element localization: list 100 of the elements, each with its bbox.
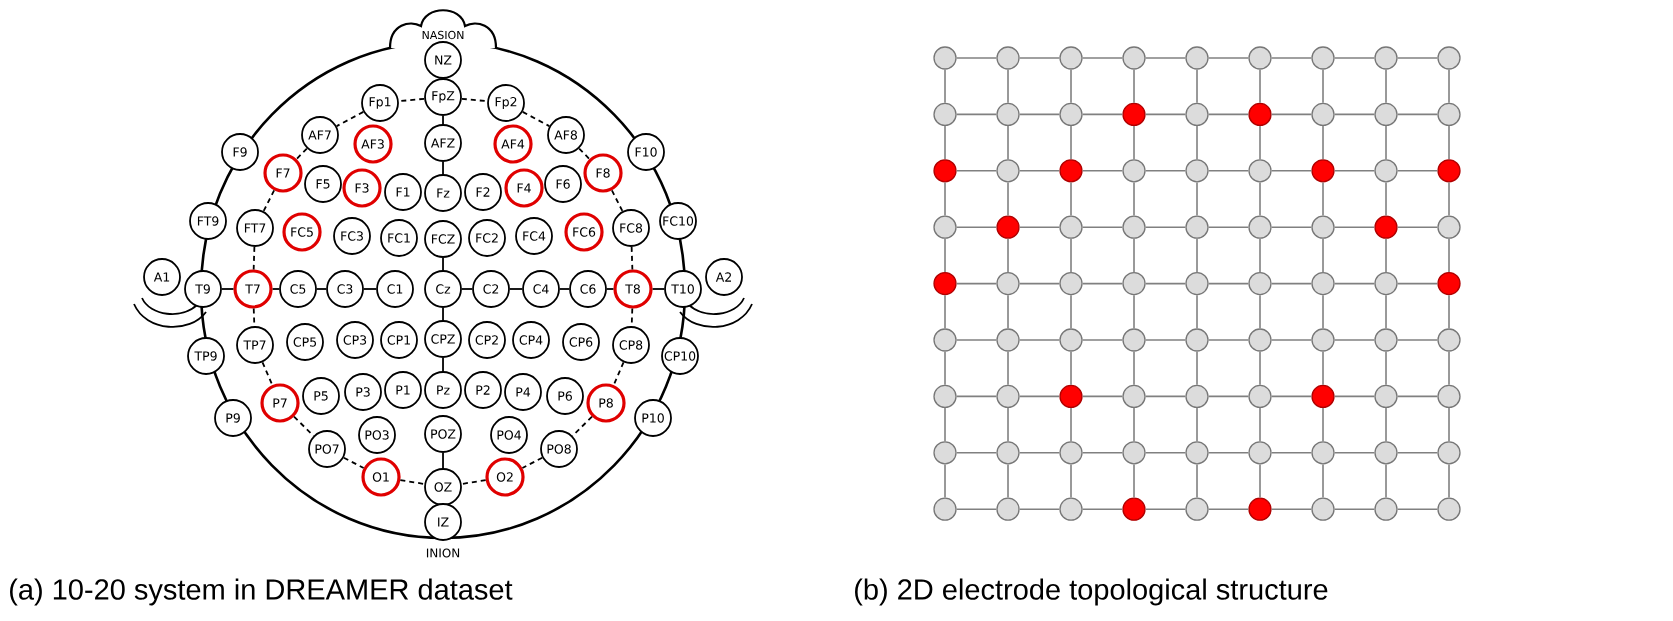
grid-line	[1448, 68, 1450, 104]
grid-line	[1396, 452, 1439, 454]
grid-node	[1248, 159, 1272, 183]
grid-node	[1185, 215, 1209, 239]
grid-line	[1270, 226, 1313, 228]
grid-line	[1018, 226, 1061, 228]
grid-line	[1322, 463, 1324, 499]
grid-node	[996, 159, 1020, 183]
grid-line	[955, 113, 998, 116]
grid-line	[1133, 350, 1135, 386]
grid-line	[1333, 226, 1376, 228]
grid-node	[1122, 328, 1146, 352]
grid-node	[1248, 328, 1272, 352]
connector-line	[571, 415, 593, 437]
grid-node	[1122, 159, 1146, 183]
grid-line	[1207, 170, 1250, 172]
connector-line	[442, 161, 444, 175]
grid-node	[1311, 46, 1335, 70]
grid-line	[1333, 339, 1376, 341]
grid-line	[1207, 508, 1250, 510]
grid-line	[1196, 68, 1198, 104]
caption: (a) 10-20 system in DREAMER dataset	[10, 578, 513, 606]
connector-line	[271, 288, 280, 290]
grid-node	[1374, 328, 1398, 352]
grid-line	[1144, 113, 1187, 116]
grid-line	[1070, 125, 1072, 160]
connector-line	[521, 111, 551, 127]
grid-line	[944, 294, 946, 330]
grid-node	[996, 271, 1020, 296]
grid-line	[1207, 452, 1250, 454]
grid-node	[1122, 384, 1146, 409]
grid-node	[1185, 497, 1209, 521]
grid-node	[1122, 497, 1146, 521]
grid-node	[1185, 271, 1209, 296]
connector-line	[578, 147, 591, 160]
grid-line	[1081, 170, 1124, 172]
grid-node	[1311, 328, 1335, 352]
grid-line	[1144, 282, 1187, 285]
grid-node	[1059, 159, 1083, 183]
grid-line	[1207, 395, 1250, 398]
connector-line	[461, 288, 473, 290]
grid-line	[1259, 294, 1261, 330]
grid-line	[1385, 125, 1387, 160]
grid-node	[996, 441, 1020, 465]
grid-node	[1437, 328, 1461, 352]
grid-line	[1070, 68, 1072, 104]
grid-line	[1133, 68, 1135, 104]
grid-node	[1059, 384, 1083, 409]
grid-node	[933, 102, 957, 127]
grid-node	[933, 46, 957, 70]
grid-line	[1133, 181, 1135, 217]
grid-line	[1322, 181, 1324, 217]
grid-line	[1081, 282, 1124, 285]
grid-node	[1248, 497, 1272, 521]
connector-line	[606, 288, 615, 290]
caption: (b) 2D electrode topological structure	[855, 578, 1328, 606]
grid-line	[1196, 463, 1198, 499]
connector-line	[399, 479, 426, 485]
grid-line	[944, 181, 946, 217]
grid-line	[1270, 113, 1313, 116]
grid-node	[1122, 46, 1146, 70]
grid-line	[1070, 294, 1072, 330]
grid-line	[1259, 181, 1261, 217]
grid-line	[1270, 452, 1313, 454]
grid-node	[1374, 159, 1398, 183]
grid-line	[944, 125, 946, 160]
grid-node	[1437, 384, 1461, 409]
connector-line	[460, 479, 487, 485]
grid-node	[1122, 271, 1146, 296]
grid-line	[1259, 125, 1261, 160]
grid-line	[1007, 463, 1009, 499]
grid-line	[1196, 350, 1198, 386]
grid-line	[1018, 508, 1061, 510]
grid-node	[933, 497, 957, 521]
grid-line	[1007, 125, 1009, 160]
connector-line	[559, 288, 570, 290]
grid-node	[933, 159, 957, 183]
grid-line	[1270, 282, 1313, 285]
grid-line	[1144, 226, 1187, 228]
grid-line	[1196, 181, 1198, 217]
grid-line	[1385, 407, 1387, 442]
grid-line	[944, 350, 946, 386]
grid-node	[1059, 441, 1083, 465]
grid-node	[1248, 384, 1272, 409]
connector-line	[442, 307, 444, 321]
grid-line	[1081, 395, 1124, 398]
grid-node	[1185, 384, 1209, 409]
grid-line	[1385, 350, 1387, 386]
grid-node	[996, 215, 1020, 239]
grid-node	[1311, 441, 1335, 465]
grid-line	[1322, 68, 1324, 104]
grid-line	[1007, 238, 1009, 273]
grid-line	[1448, 294, 1450, 330]
grid-line	[1133, 463, 1135, 499]
grid-line	[1259, 238, 1261, 273]
grid-node	[933, 271, 957, 296]
grid-line	[1448, 238, 1450, 273]
grid-node	[1437, 441, 1461, 465]
grid-node	[1311, 159, 1335, 183]
connector-line	[611, 189, 624, 213]
